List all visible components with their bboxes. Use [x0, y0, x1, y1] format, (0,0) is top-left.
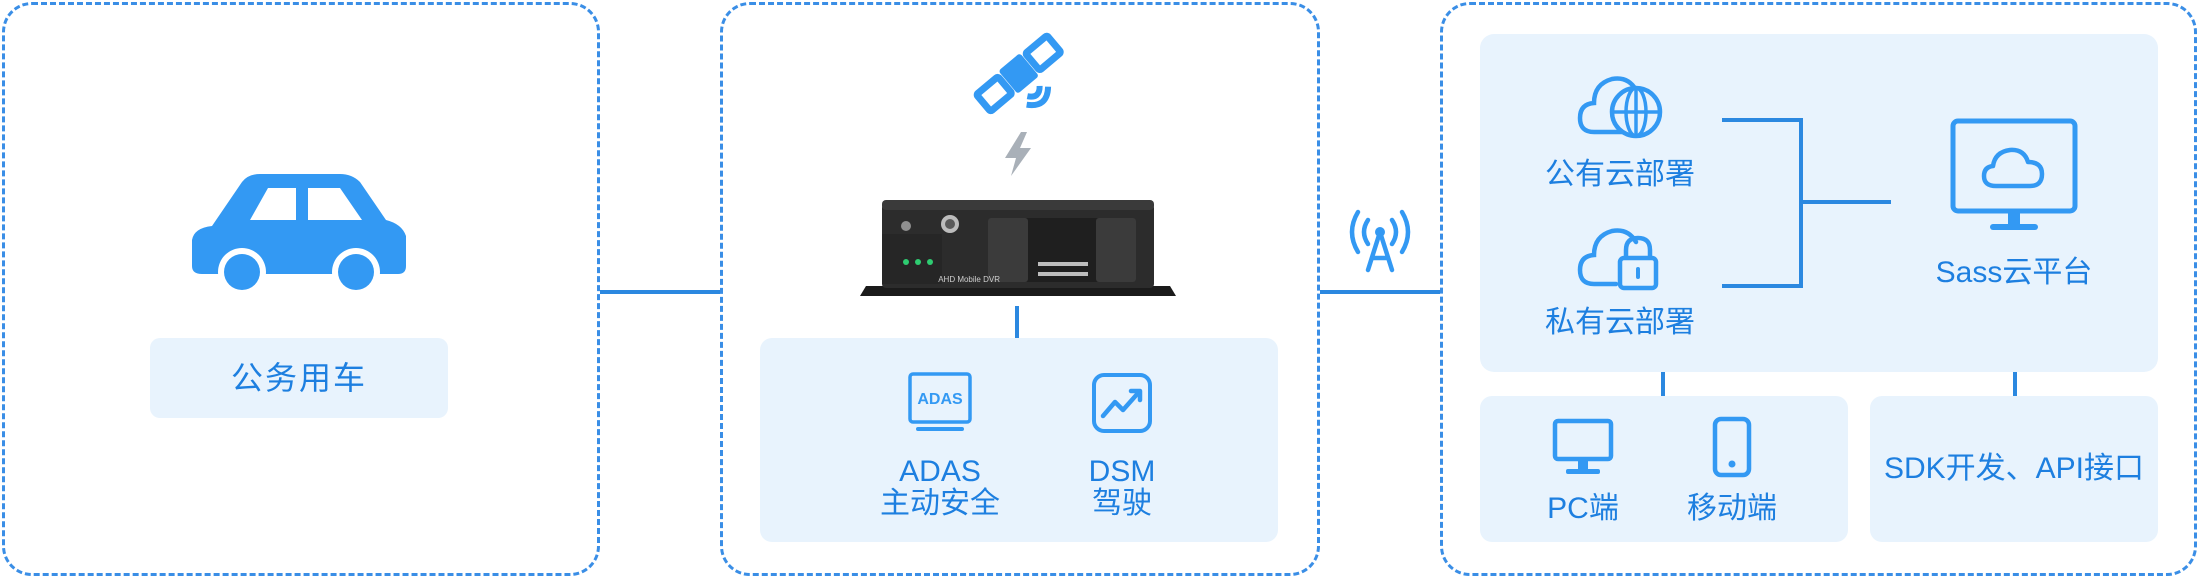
public-cloud-label: 公有云部署 [1545, 158, 1695, 191]
client-mobile-label: 移动端 [1687, 492, 1777, 525]
bracket-to-platform [1801, 200, 1891, 204]
connector-cloud-clients [1661, 372, 1665, 396]
private-cloud-lock-icon [1576, 220, 1666, 296]
dvr-model-text: AHD Mobile DVR [938, 275, 1000, 284]
vehicle-panel [2, 2, 600, 576]
platform-label: Sass云平台 [1935, 256, 2093, 289]
feature-adas-line1: ADAS [899, 455, 981, 488]
feature-dsm-line2: 驾驶 [1092, 487, 1152, 520]
feature-adas: ADAS [880, 372, 1000, 432]
client-pc-label: PC端 [1547, 492, 1619, 525]
clients-box [1480, 396, 1848, 542]
adas-icon: ADAS [908, 372, 972, 432]
antenna-icon [1346, 208, 1414, 274]
feature-adas-line2: 主动安全 [880, 487, 1000, 520]
adas-icon-text: ADAS [917, 391, 963, 408]
connector-vehicle-device [600, 290, 720, 294]
trend-chart-icon [1091, 372, 1153, 434]
signal-bolt-icon [1003, 132, 1033, 176]
pc-monitor-icon [1552, 418, 1614, 476]
feature-dsm-line1: DSM [1088, 455, 1156, 488]
vehicle-label-box: 公务用车 [150, 338, 448, 418]
bracket-private [1722, 284, 1802, 288]
connector-device-features [1015, 306, 1019, 338]
mobile-phone-icon [1712, 416, 1752, 478]
private-cloud-label: 私有云部署 [1545, 306, 1695, 339]
public-cloud-icon [1576, 68, 1666, 144]
platform-monitor-icon [1950, 118, 2078, 234]
vehicle-label: 公务用车 [230, 359, 367, 396]
features-box [760, 338, 1278, 542]
satellite-icon [970, 32, 1070, 118]
car-icon [190, 168, 410, 296]
feature-dsm [1062, 372, 1182, 434]
sdk-api-label: SDK开发、API接口 [1883, 451, 2145, 485]
dvr-device-image: AHD Mobile DVR [860, 190, 1176, 300]
connector-cloud-sdk [2013, 372, 2017, 396]
bracket-public [1722, 118, 1802, 122]
sdk-box: SDK开发、API接口 [1870, 396, 2158, 542]
connector-device-cloud [1320, 290, 1440, 294]
